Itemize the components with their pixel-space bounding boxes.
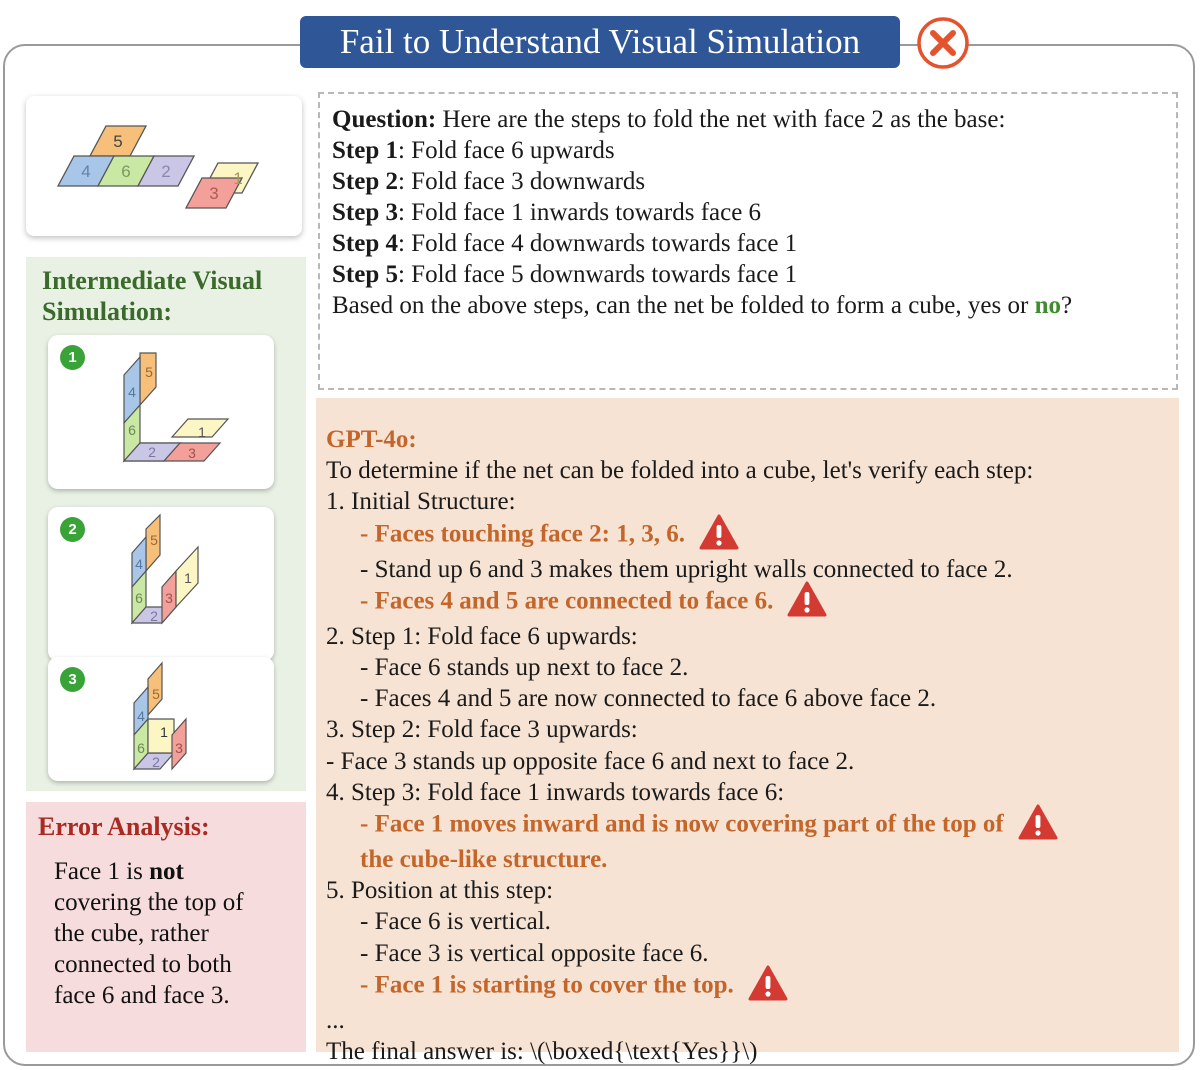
warning-icon [787, 581, 827, 617]
question-final: Based on the above steps, can the net be… [332, 292, 1073, 319]
svg-text:5: 5 [150, 532, 158, 548]
correct-answer-no: no [1034, 292, 1061, 319]
simulation-title: Intermediate Visual Simulation: [42, 266, 263, 326]
question-step-4: Step 4: Fold face 4 downwards towards fa… [332, 230, 798, 257]
svg-text:2: 2 [150, 608, 158, 624]
net-face-2 [136, 155, 196, 187]
svg-text:2: 2 [148, 444, 156, 460]
model-answer-text: GPT-4o: To determine if the net can be f… [326, 424, 1176, 1067]
step-badge: 2 [60, 517, 85, 542]
svg-text:4: 4 [128, 384, 136, 400]
net-label-5: 5 [113, 132, 122, 151]
svg-text:1: 1 [198, 424, 206, 440]
question-label: Question: [332, 106, 437, 133]
question-text: Question: Here are the steps to fold the… [332, 106, 1073, 319]
error-analysis-title: Error Analysis: [38, 812, 210, 841]
svg-text:3: 3 [165, 590, 173, 606]
warning-icon [748, 965, 788, 1001]
fold-step-3-diagram: 5 4 6 1 3 2 [132, 661, 187, 771]
step-badge: 1 [60, 345, 85, 370]
warning-icon [1018, 804, 1058, 840]
error-line-face1-covering: - Face 1 moves inward and is now coverin… [360, 810, 1004, 838]
svg-text:6: 6 [128, 422, 136, 438]
question-step-2: Step 2: Fold face 3 downwards [332, 168, 646, 195]
question-step-3: Step 3: Fold face 1 inwards towards face… [332, 199, 762, 226]
cube-net-card: 5 4 6 2 1 3 [26, 96, 302, 236]
svg-text:1: 1 [160, 724, 168, 740]
title-banner: Fail to Understand Visual Simulation [300, 16, 900, 68]
cube-net-diagram: 5 4 6 2 1 3 [56, 125, 260, 209]
simulation-step-2: 2 5 4 6 2 3 1 [48, 507, 274, 661]
net-label-1: 1 [233, 169, 242, 188]
fold-step-2-diagram: 5 4 6 2 3 1 [130, 513, 199, 625]
svg-text:6: 6 [137, 740, 145, 756]
error-analysis-text: Face 1 is not covering the top of the cu… [54, 858, 244, 1009]
svg-text:3: 3 [188, 445, 196, 461]
question-box: Question: Here are the steps to fold the… [318, 92, 1178, 390]
banner-title: Fail to Understand Visual Simulation [339, 22, 861, 61]
question-step-5: Step 5: Fold face 5 downwards towards fa… [332, 261, 798, 288]
fail-x-icon [917, 17, 969, 69]
error-line-face1-top: - Face 1 is starting to cover the top. [360, 971, 734, 999]
net-label-2: 2 [161, 162, 170, 181]
svg-text:6: 6 [135, 590, 143, 606]
error-line-faces-touching: - Faces touching face 2: 1, 3, 6. [360, 520, 685, 548]
fold-step-1-diagram: 5 4 6 2 3 1 [122, 352, 230, 463]
final-answer: The final answer is: \(\boxed{\text{Yes}… [326, 1038, 758, 1066]
svg-text:1: 1 [184, 570, 192, 586]
net-label-3: 3 [209, 184, 218, 203]
svg-text:4: 4 [137, 708, 145, 724]
model-label: GPT-4o: [326, 426, 417, 453]
svg-text:5: 5 [152, 686, 160, 702]
step-badge: 3 [60, 667, 85, 692]
svg-text:5: 5 [145, 364, 153, 380]
net-label-6: 6 [121, 162, 130, 181]
error-line-faces-connected: - Faces 4 and 5 are connected to face 6. [360, 587, 774, 615]
simulation-step-3: 3 5 4 6 1 3 2 [48, 657, 274, 781]
intermediate-simulation-panel: Intermediate Visual Simulation: 1 5 4 6 … [26, 257, 306, 791]
model-answer-panel: GPT-4o: To determine if the net can be f… [316, 398, 1179, 1065]
svg-text:3: 3 [175, 740, 183, 756]
svg-text:4: 4 [135, 556, 143, 572]
question-step-1: Step 1: Fold face 6 upwards [332, 137, 615, 164]
warning-icon [699, 514, 739, 550]
net-label-4: 4 [81, 162, 90, 181]
simulation-step-1: 1 5 4 6 2 3 1 [48, 335, 274, 489]
error-analysis-panel: Error Analysis: Face 1 is not covering t… [26, 802, 306, 1052]
net-face-3 [184, 177, 244, 209]
svg-text:2: 2 [152, 754, 160, 770]
